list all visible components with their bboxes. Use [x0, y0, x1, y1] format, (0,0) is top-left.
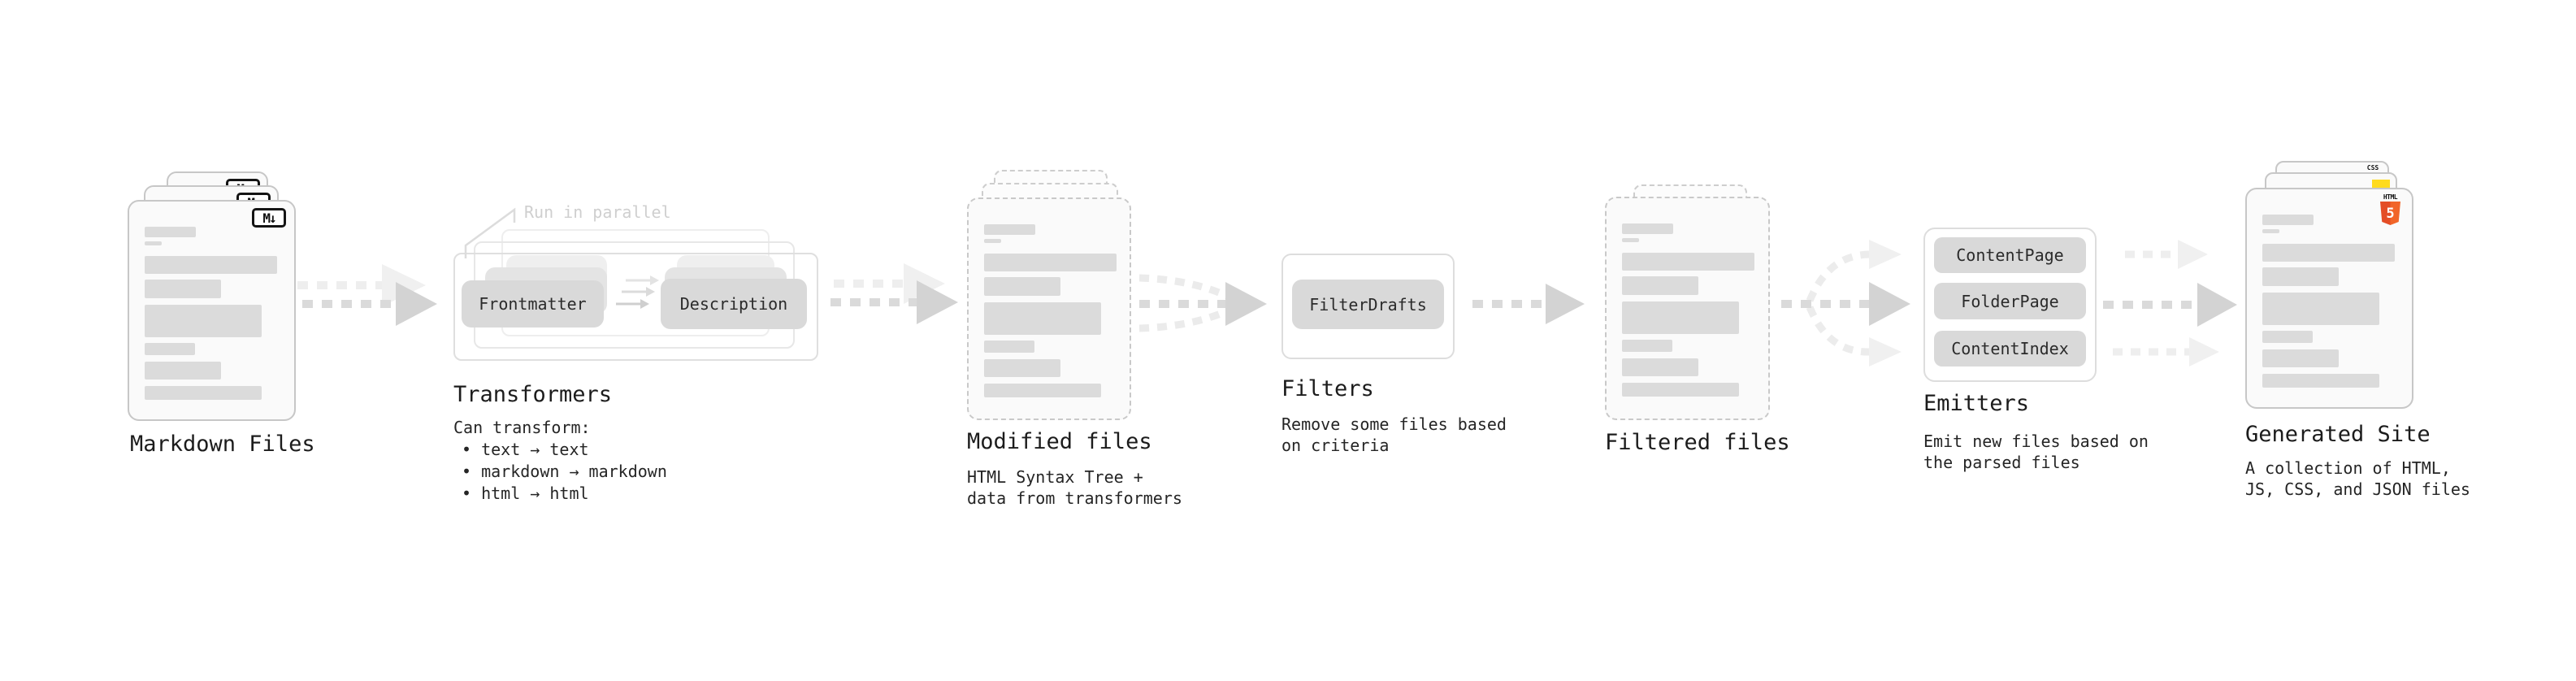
stage-title-modified-files: Modified files [967, 429, 1152, 454]
contentindex-pill: ContentIndex [1934, 331, 2086, 367]
css-icon-label: CSS [2366, 164, 2379, 171]
contentindex-pill-label: ContentIndex [1951, 339, 2069, 358]
placeholder-line [145, 280, 221, 298]
placeholder-line [1622, 301, 1739, 334]
placeholder-line [1622, 383, 1739, 397]
stage-title-markdown-files: Markdown Files [130, 432, 315, 457]
generated-site-subtitle: A collection of HTML, JS, CSS, and JSON … [2245, 458, 2470, 499]
arrow-filters-to-filtered [1472, 284, 1585, 324]
arrow-emitters-to-generated-middle [2103, 283, 2237, 327]
placeholder-line [1622, 223, 1673, 234]
html5-icon: HTML 5 [2380, 193, 2400, 225]
arrow-markdown-to-transformers-ghost [297, 264, 426, 306]
stage-title-emitters: Emitters [1923, 391, 2030, 416]
arrow-filtered-to-emitters [1781, 240, 1910, 367]
placeholder-line [2262, 229, 2279, 233]
description-pill: Description [661, 279, 807, 329]
filtered-doc-front [1605, 197, 1770, 420]
transformers-bullet: • text → text [462, 440, 589, 459]
markdown-icon-label: M↓ [262, 210, 276, 226]
placeholder-line [145, 241, 162, 245]
placeholder-line [1622, 358, 1698, 376]
contentpage-pill-label: ContentPage [1956, 245, 2064, 265]
filters-subtitle: Remove some files based on criteria [1281, 414, 1507, 455]
markdown-icon: M↓ [252, 208, 286, 228]
placeholder-line [145, 256, 277, 274]
placeholder-line [1622, 253, 1754, 271]
placeholder-line [984, 277, 1060, 296]
folderpage-pill-label: FolderPage [1961, 291, 2059, 311]
contentpage-pill: ContentPage [1934, 237, 2086, 273]
generated-doc-front: HTML 5 [2245, 188, 2413, 409]
transformers-bullet: • markdown → markdown [462, 462, 667, 481]
frontmatter-pill-label: Frontmatter [479, 294, 587, 314]
placeholder-line [1622, 340, 1672, 352]
html5-icon-word: HTML [2383, 193, 2398, 201]
modified-files-subtitle: HTML Syntax Tree + data from transformer… [967, 467, 1182, 508]
emitters-subtitle: Emit new files based on the parsed files [1923, 432, 2149, 472]
placeholder-line [2262, 349, 2339, 367]
placeholder-line [2262, 374, 2379, 388]
placeholder-line [2262, 331, 2313, 343]
placeholder-line [984, 302, 1101, 335]
transformer-box-front [453, 253, 818, 361]
placeholder-line [984, 340, 1034, 353]
filterdrafts-pill: FilterDrafts [1292, 280, 1444, 329]
placeholder-line [1622, 238, 1639, 242]
html5-icon-shield: 5 [2380, 202, 2400, 225]
placeholder-line [2262, 293, 2379, 325]
arrow-modified-to-filters [1138, 274, 1267, 332]
placeholder-line [2262, 267, 2339, 286]
placeholder-line [984, 224, 1035, 235]
transformers-intro: Can transform: [453, 418, 591, 437]
placeholder-line [1622, 276, 1698, 295]
folderpage-pill: FolderPage [1934, 283, 2086, 319]
stage-title-transformers: Transformers [453, 382, 613, 407]
arrow-markdown-to-transformers [302, 282, 437, 326]
placeholder-line [145, 362, 221, 380]
placeholder-line [2262, 244, 2395, 262]
arrow-emitters-to-generated-top [2125, 240, 2208, 269]
filterdrafts-pill-label: FilterDrafts [1309, 294, 1427, 314]
modified-doc-front [967, 197, 1131, 420]
placeholder-line [145, 386, 262, 400]
frontmatter-pill: Frontmatter [462, 280, 604, 327]
stage-title-filters: Filters [1281, 376, 1374, 401]
arrow-transformers-to-modified-ghost [834, 263, 945, 304]
arrow-emitters-to-generated-bottom [2113, 337, 2219, 367]
placeholder-line [145, 305, 262, 337]
markdown-doc-front: M↓ [128, 200, 296, 421]
placeholder-line [984, 254, 1117, 271]
html5-icon-number: 5 [2386, 205, 2395, 222]
run-in-parallel-annotation: Run in parallel [524, 202, 671, 222]
arrow-transformers-to-modified [830, 280, 958, 324]
stage-title-generated-site: Generated Site [2245, 422, 2431, 447]
placeholder-line [984, 239, 1001, 243]
stage-title-filtered-files: Filtered files [1605, 430, 1790, 455]
placeholder-line [984, 384, 1101, 397]
placeholder-line [145, 343, 195, 355]
transformers-bullet: • html → html [462, 484, 589, 503]
description-pill-label: Description [679, 294, 788, 314]
placeholder-line [984, 359, 1060, 377]
placeholder-line [145, 227, 196, 237]
placeholder-line [2262, 215, 2314, 225]
